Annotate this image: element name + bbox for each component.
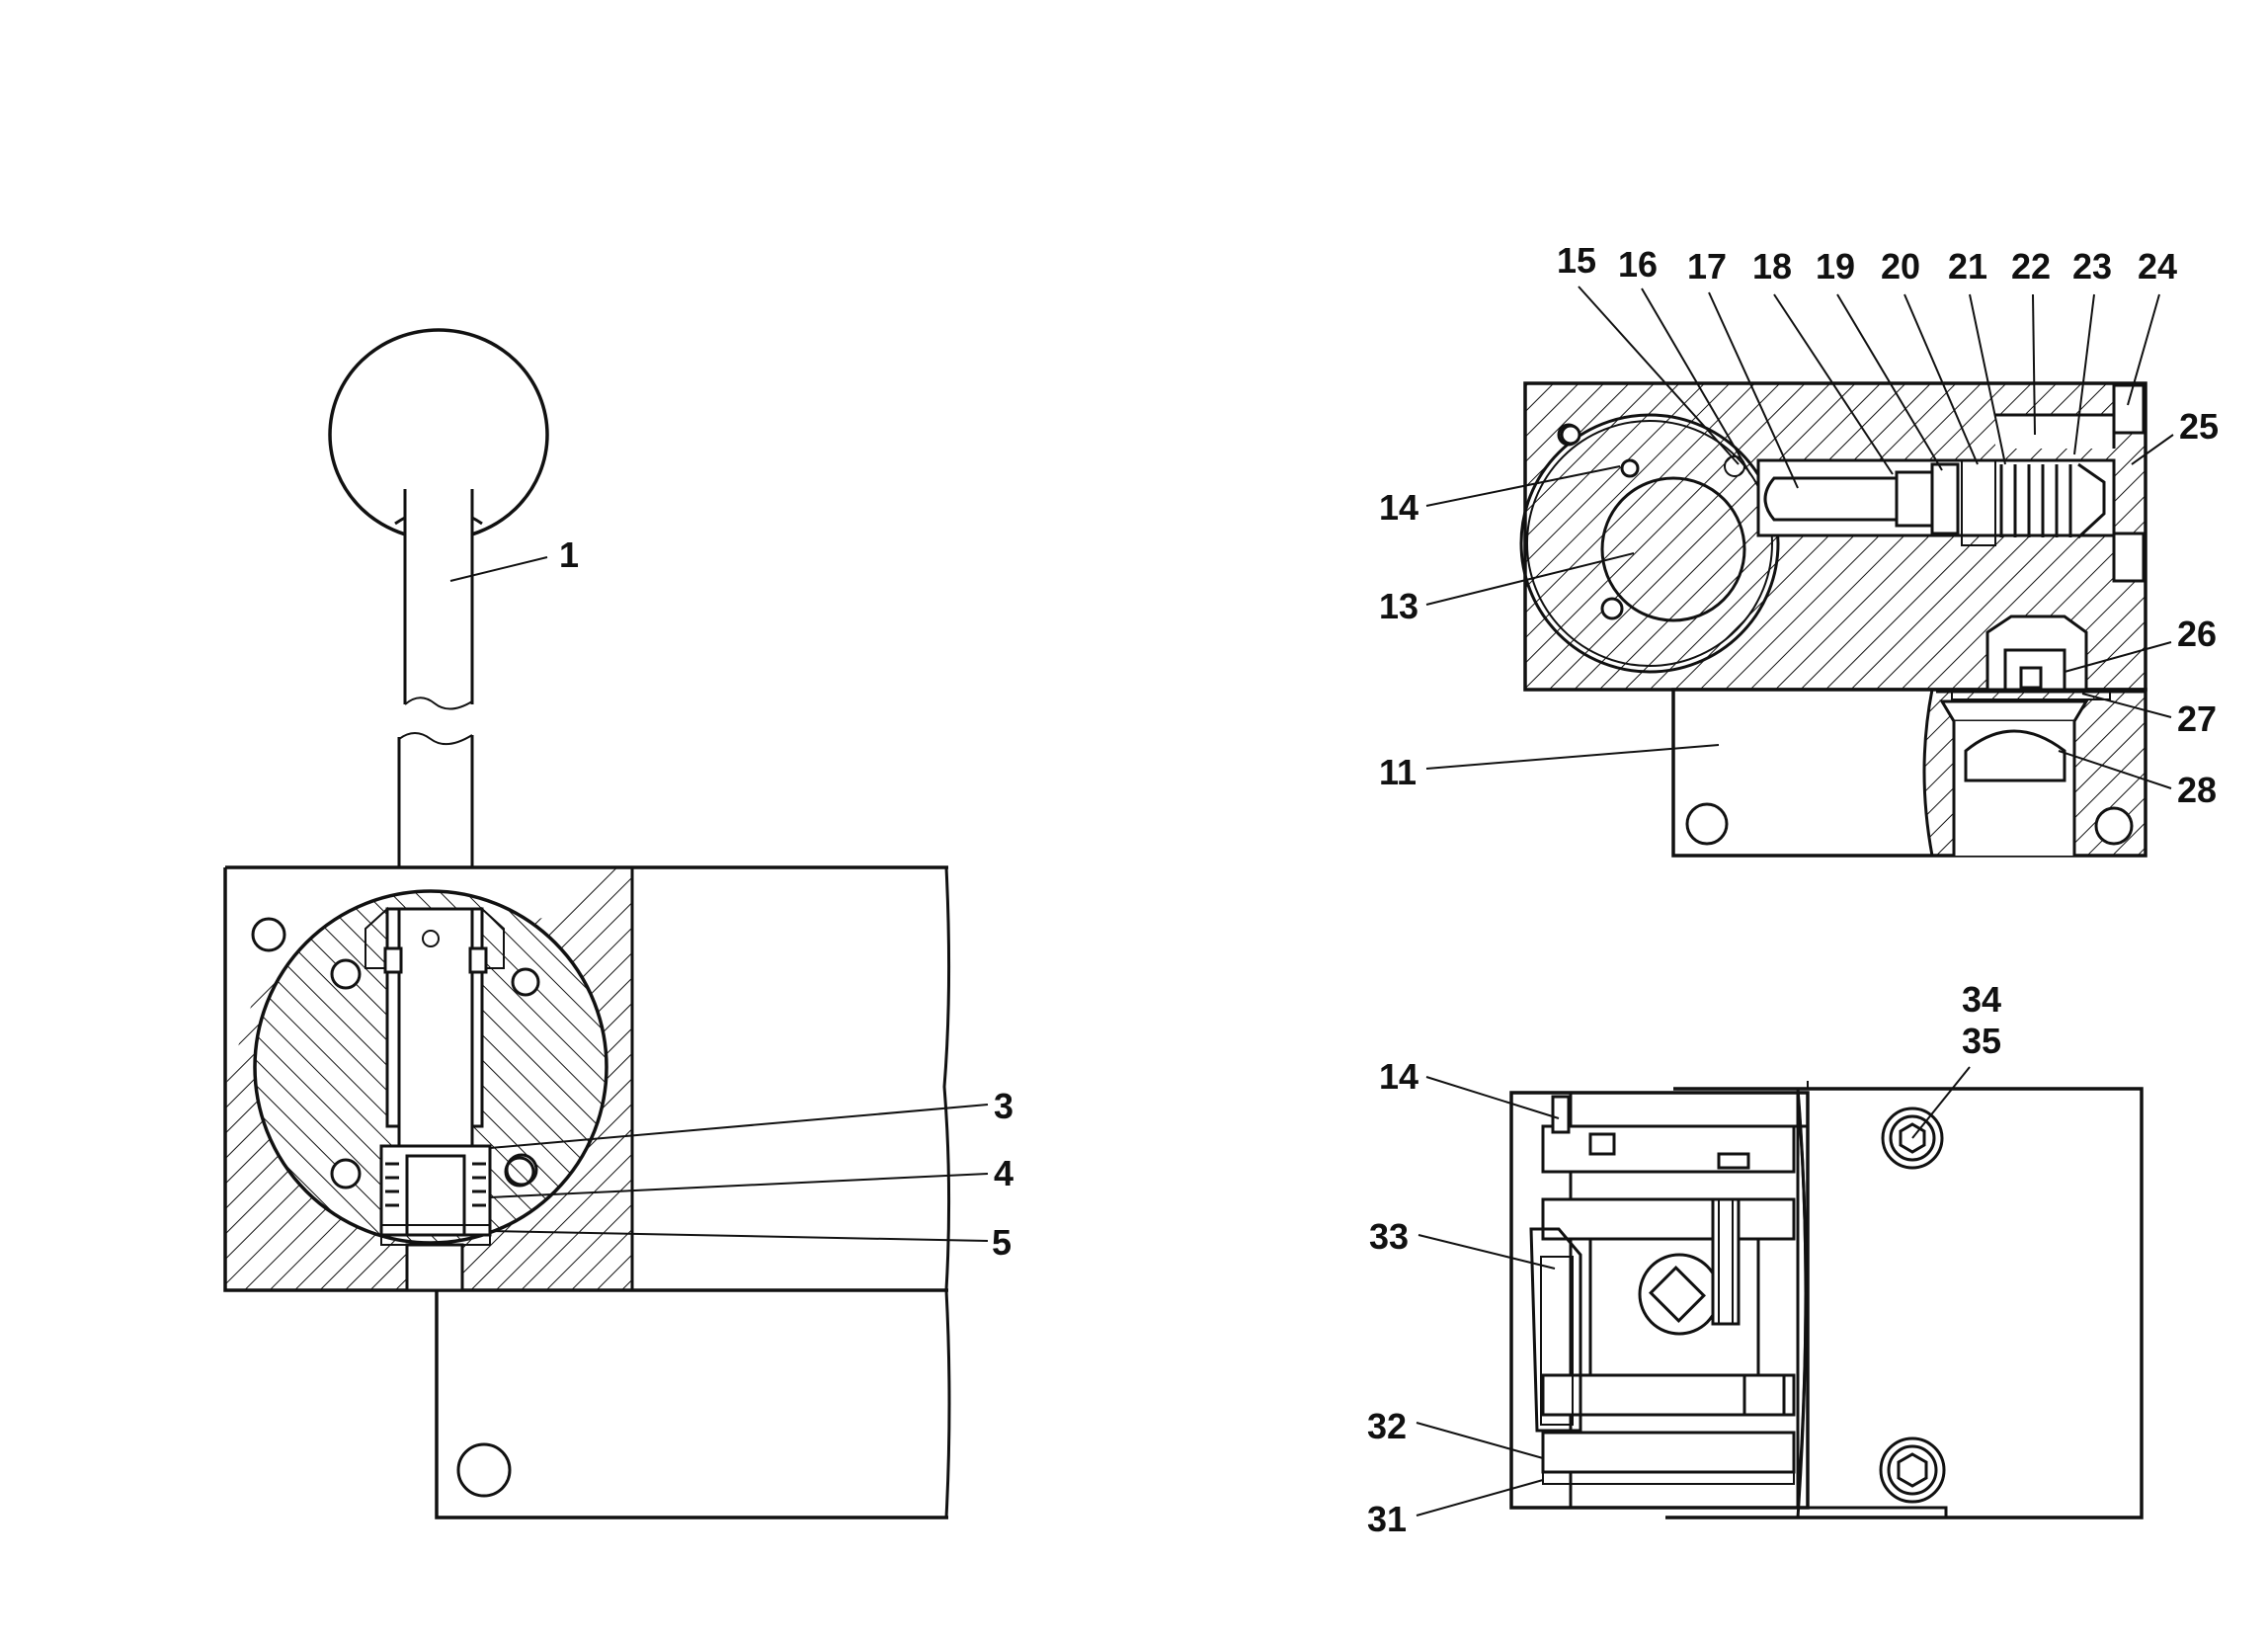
- svg-text:11: 11: [1379, 752, 1417, 792]
- svg-text:21: 21: [1948, 246, 1987, 287]
- bottom-right-view: 34 35 14 33 32 31: [1367, 979, 2144, 1539]
- right-callouts: 26 27 28: [2058, 614, 2217, 810]
- svg-text:5: 5: [992, 1222, 1012, 1263]
- filter-mesh: [1964, 729, 2066, 782]
- top-callouts: 15 16 17 18 19 20 21 22 23 24 25: [1557, 240, 2219, 489]
- svg-text:1: 1: [559, 534, 579, 575]
- valve-spring: [1999, 464, 2072, 537]
- left-lower-plate: [435, 1289, 951, 1519]
- svg-text:14: 14: [1379, 487, 1418, 528]
- spring-assembly: [379, 1144, 492, 1246]
- left-view: 1 3 4 5: [223, 328, 1013, 1519]
- svg-text:16: 16: [1618, 244, 1658, 285]
- svg-text:19: 19: [1816, 246, 1855, 287]
- svg-text:26: 26: [2177, 614, 2217, 654]
- svg-text:32: 32: [1367, 1406, 1407, 1446]
- svg-text:15: 15: [1557, 240, 1596, 281]
- svg-text:22: 22: [2011, 246, 2051, 287]
- svg-text:18: 18: [1752, 246, 1792, 287]
- svg-text:4: 4: [994, 1153, 1013, 1193]
- svg-text:35: 35: [1962, 1021, 2001, 1061]
- svg-text:13: 13: [1379, 586, 1418, 626]
- svg-text:23: 23: [2072, 246, 2112, 287]
- callout-1: 1: [449, 534, 579, 582]
- svg-text:31: 31: [1367, 1499, 1407, 1539]
- svg-text:14: 14: [1379, 1056, 1418, 1097]
- svg-text:25: 25: [2179, 406, 2219, 447]
- lever-shaft-upper: [403, 489, 474, 710]
- svg-text:24: 24: [2138, 246, 2177, 287]
- svg-text:28: 28: [2177, 770, 2217, 810]
- svg-text:17: 17: [1687, 246, 1727, 287]
- svg-text:33: 33: [1369, 1216, 1409, 1257]
- callout-3: 3: [489, 1086, 1013, 1149]
- callout-4: 4: [489, 1153, 1013, 1198]
- callout-5: 5: [489, 1222, 1012, 1263]
- left-body: [223, 865, 951, 1292]
- left-callouts: 14 13 11: [1379, 465, 1720, 792]
- top-right-view: 15 16 17 18 19 20 21 22 23 24 25 14: [1379, 240, 2219, 858]
- svg-text:20: 20: [1881, 246, 1920, 287]
- bottom-callouts: 34 35 14 33 32 31: [1367, 979, 2001, 1539]
- svg-text:34: 34: [1962, 979, 2001, 1020]
- screw-bottom: [1879, 1436, 1946, 1504]
- lower-block: [1671, 688, 2147, 858]
- svg-text:3: 3: [994, 1086, 1013, 1126]
- svg-text:27: 27: [2177, 698, 2217, 739]
